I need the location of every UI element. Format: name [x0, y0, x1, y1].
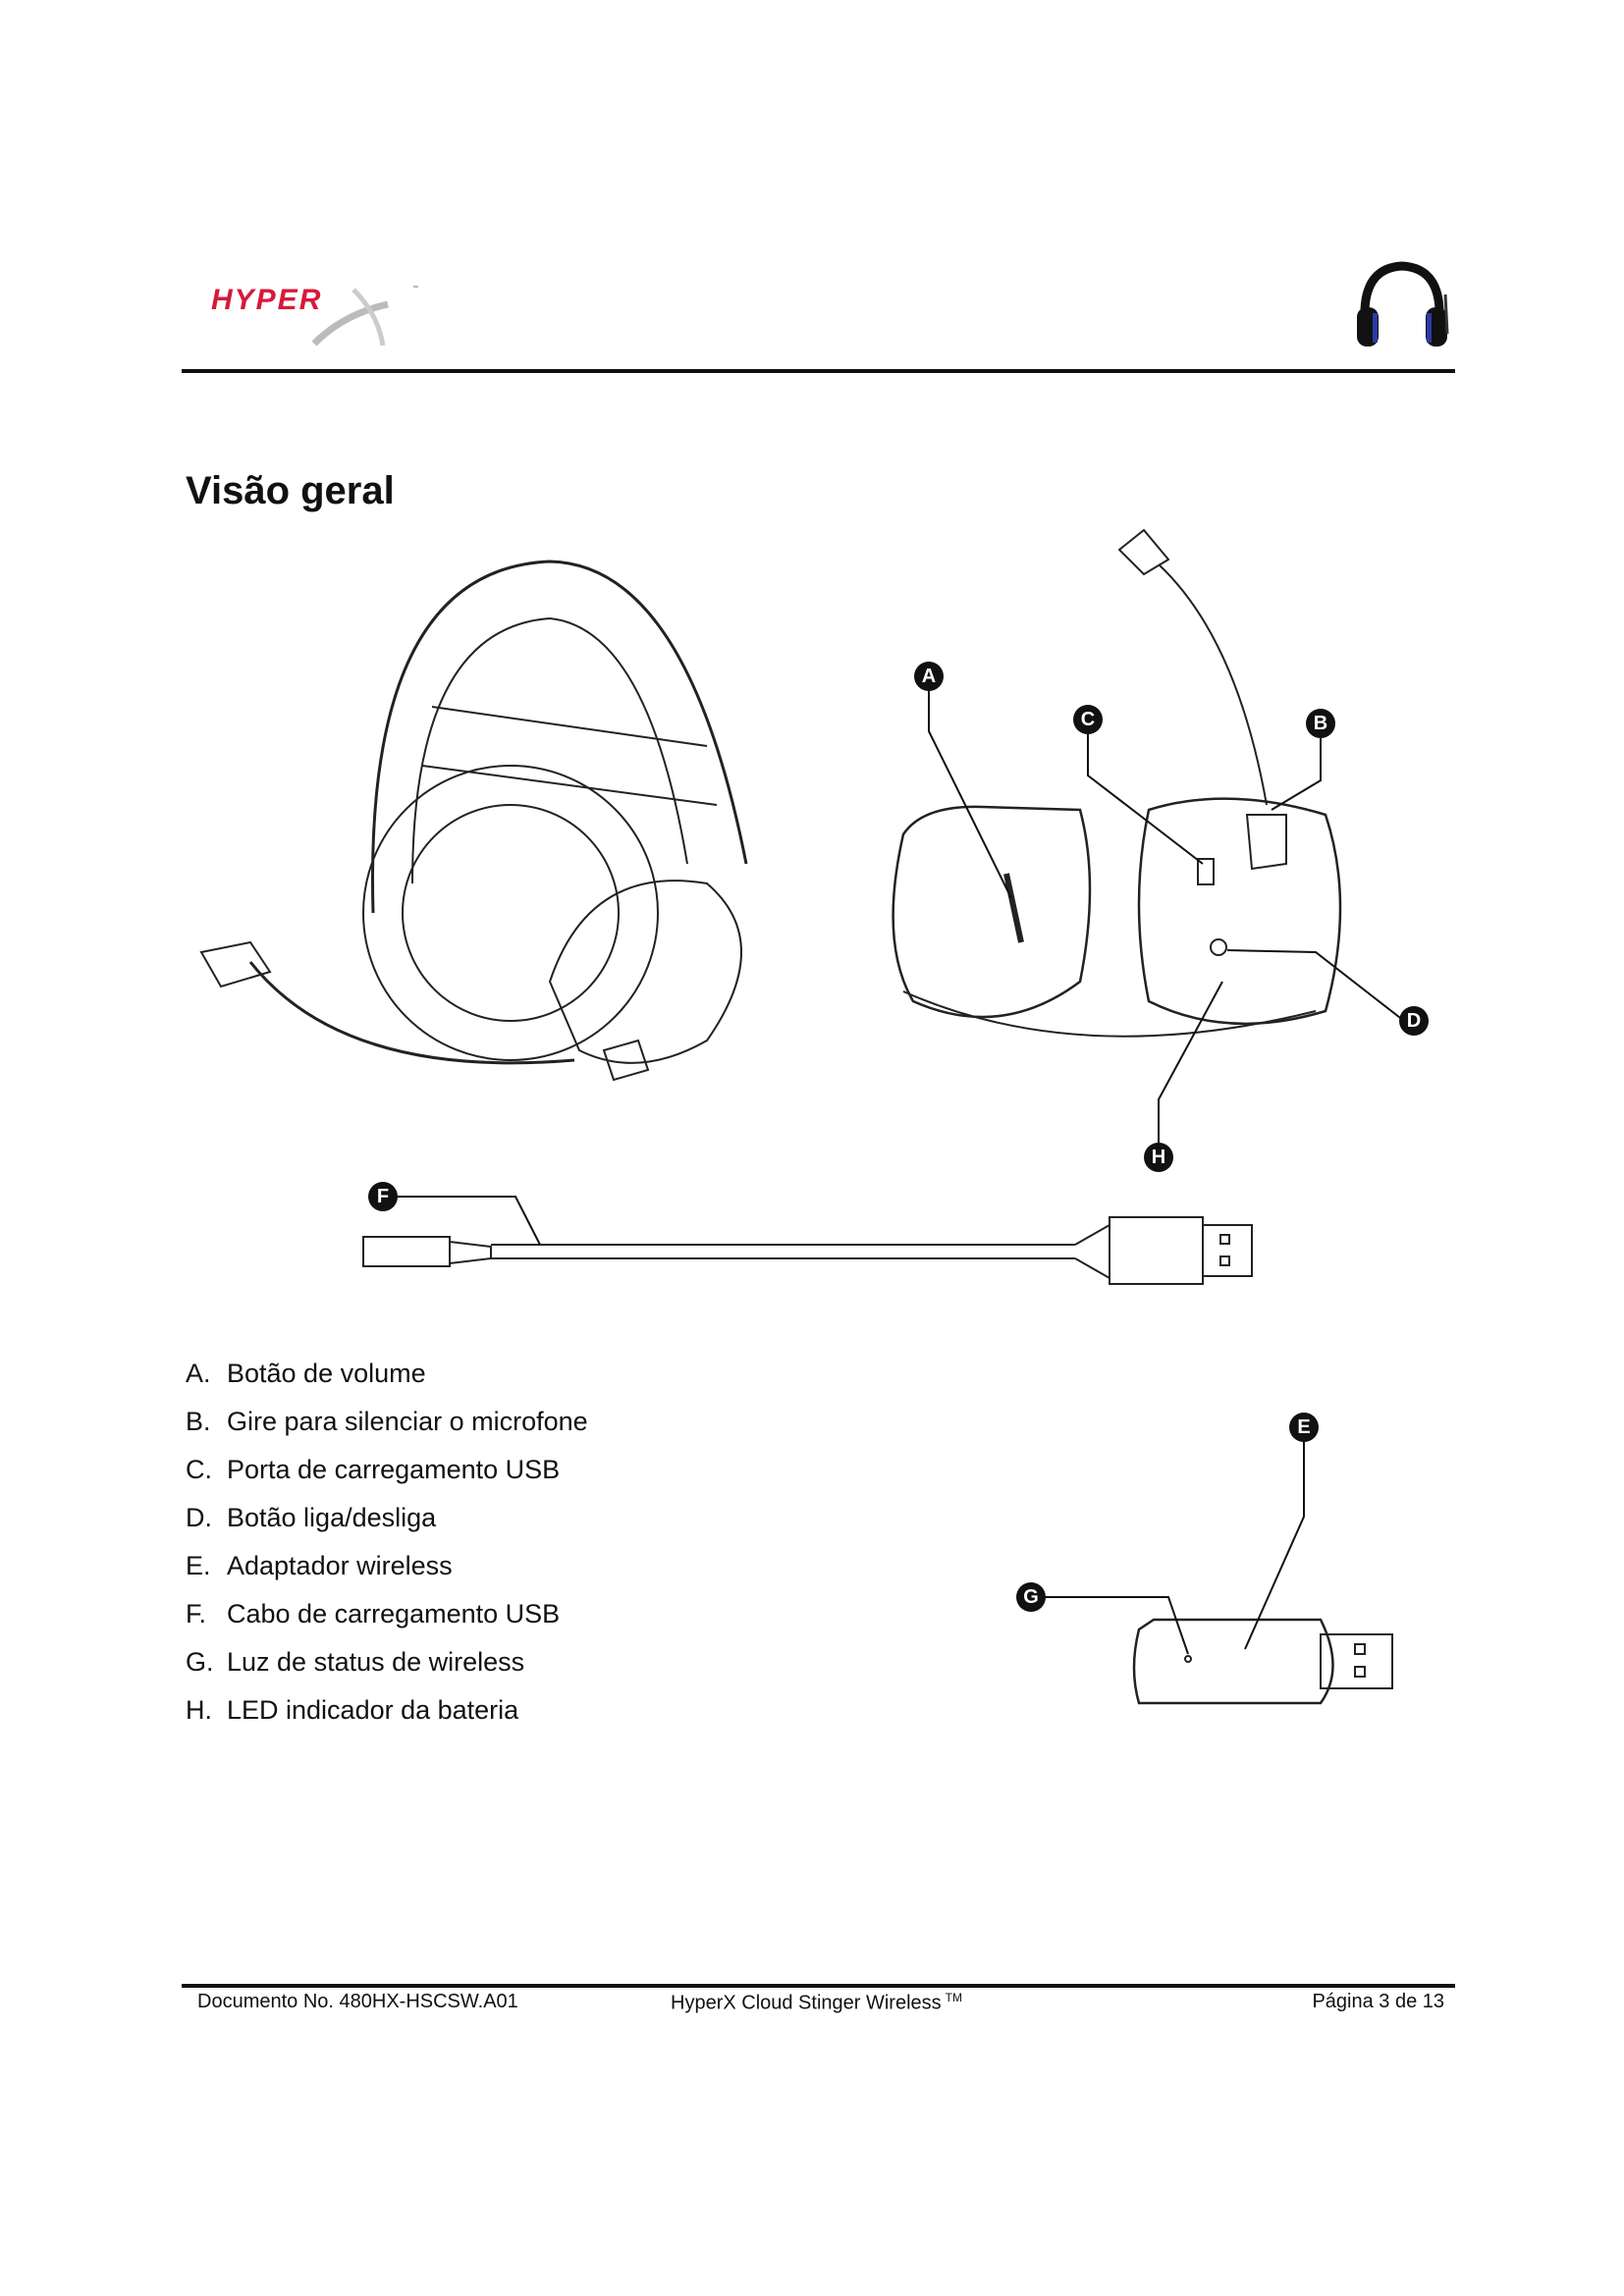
legend-key: B.	[186, 1407, 211, 1436]
legend-item: E. Adaptador wireless	[186, 1551, 453, 1581]
hyperx-logo: HYPER ™	[206, 275, 432, 348]
legend-item: G. Luz de status de wireless	[186, 1647, 524, 1678]
page-title: Visão geral	[186, 469, 395, 512]
legend-label: Adaptador wireless	[227, 1551, 453, 1580]
legend-label: Porta de carregamento USB	[227, 1455, 561, 1484]
legend-key: F.	[186, 1599, 207, 1629]
callout-f: F	[368, 1182, 398, 1211]
legend-label: Gire para silenciar o microfone	[227, 1407, 588, 1436]
callout-e: E	[1289, 1413, 1319, 1442]
legend-label: Botão de volume	[227, 1359, 426, 1388]
legend-item: A. Botão de volume	[186, 1359, 426, 1389]
legend-key: A.	[186, 1359, 211, 1388]
legend-label: Cabo de carregamento USB	[227, 1599, 561, 1629]
footer-divider	[182, 1984, 1455, 1988]
callout-g: G	[1016, 1582, 1046, 1612]
callout-d: D	[1399, 1006, 1429, 1036]
headset-front-illustration	[199, 560, 748, 1082]
callout-h: H	[1144, 1143, 1173, 1172]
svg-text:™: ™	[412, 285, 418, 292]
wireless-adapter-illustration	[1132, 1618, 1393, 1705]
legend-item: B. Gire para silenciar o microfone	[186, 1407, 588, 1437]
legend-item: H. LED indicador da bateria	[186, 1695, 518, 1726]
document-number: Documento No. 480HX-HSCSW.A01	[197, 1991, 518, 2012]
legend-key: E.	[186, 1551, 211, 1580]
callout-a: A	[914, 662, 944, 691]
legend-key: G.	[186, 1647, 214, 1677]
product-name-text: HyperX Cloud Stinger Wireless	[671, 1992, 942, 2014]
trademark: TM	[945, 1991, 962, 2004]
legend-key: D.	[186, 1503, 212, 1532]
page-number: Página 3 de 13	[1312, 1991, 1444, 2012]
overview-illustration	[199, 528, 1405, 1705]
legend-key: C.	[186, 1455, 212, 1484]
legend-key: H.	[186, 1695, 212, 1725]
legend-item: C. Porta de carregamento USB	[186, 1455, 560, 1485]
callout-b: B	[1306, 709, 1335, 738]
headset-thumbnail-icon	[1353, 260, 1451, 353]
svg-text:HYPER: HYPER	[211, 284, 322, 316]
callout-c: C	[1073, 705, 1103, 734]
usb-cable-illustration	[362, 1216, 1253, 1285]
legend-label: LED indicador da bateria	[227, 1695, 519, 1725]
legend-label: Botão liga/desliga	[227, 1503, 437, 1532]
legend-label: Luz de status de wireless	[227, 1647, 525, 1677]
legend-item: F. Cabo de carregamento USB	[186, 1599, 560, 1629]
headset-side-illustration	[892, 528, 1342, 1038]
legend-item: D. Botão liga/desliga	[186, 1503, 436, 1533]
header-divider	[182, 369, 1455, 373]
